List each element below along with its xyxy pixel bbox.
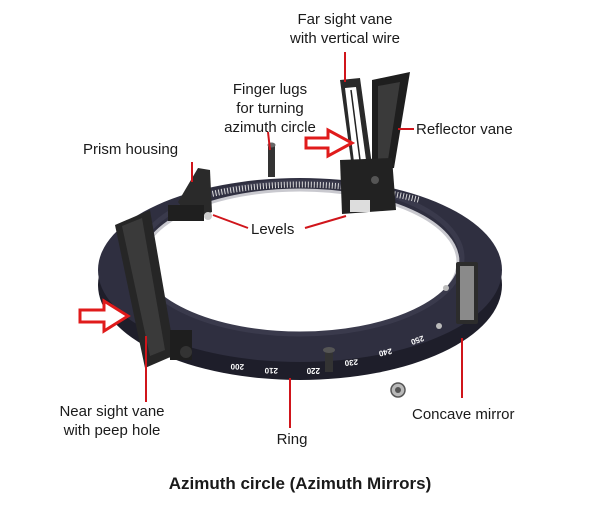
label-prism-housing: Prism housing bbox=[83, 141, 179, 158]
leader-line bbox=[267, 131, 271, 151]
prism-housing bbox=[168, 168, 212, 221]
far-sight-vane bbox=[340, 78, 372, 168]
label-line: azimuth circle bbox=[224, 119, 316, 136]
reflector-vane bbox=[372, 72, 410, 170]
arrow-icon bbox=[78, 298, 131, 334]
near-sight-vane bbox=[115, 210, 192, 368]
label-line: Far sight vane bbox=[297, 11, 393, 28]
concave-mirror bbox=[390, 262, 478, 398]
scale-number: 220 bbox=[306, 366, 320, 375]
scale-number: 240 bbox=[377, 346, 392, 358]
scale-number: 230 bbox=[344, 357, 359, 367]
leader-line bbox=[212, 214, 249, 229]
finger-lug bbox=[267, 142, 276, 177]
label-ring: Ring bbox=[276, 431, 308, 448]
label-concave-mirror: Concave mirror bbox=[412, 406, 515, 423]
scale-number: 200 bbox=[230, 362, 244, 371]
scale-number: 250 bbox=[409, 334, 425, 347]
front-knob bbox=[323, 347, 335, 372]
label-far-sight-vane: Far sight vane with vertical wire bbox=[270, 10, 420, 48]
label-line: for turning bbox=[236, 100, 304, 117]
pointer-arrows bbox=[78, 127, 356, 334]
vane-base bbox=[340, 158, 396, 214]
label-near-sight-vane: Near sight vane with peep hole bbox=[38, 402, 186, 440]
label-reflector-vane: Reflector vane bbox=[416, 121, 513, 138]
label-levels: Levels bbox=[251, 221, 295, 238]
scale-number: 210 bbox=[264, 366, 278, 375]
label-line: Near sight vane bbox=[59, 403, 165, 420]
ring-scale: 200 210 220 230 240 250 bbox=[230, 334, 425, 376]
label-line: with peep hole bbox=[63, 422, 161, 439]
figure-caption: Azimuth circle (Azimuth Mirrors) bbox=[168, 474, 432, 493]
leader-line bbox=[304, 215, 347, 229]
label-line: Finger lugs bbox=[232, 81, 308, 98]
leader-lines bbox=[145, 52, 463, 428]
label-line: with vertical wire bbox=[289, 30, 401, 47]
arrow-icon bbox=[304, 127, 356, 159]
label-finger-lugs: Finger lugs for turning azimuth circle bbox=[205, 80, 335, 137]
